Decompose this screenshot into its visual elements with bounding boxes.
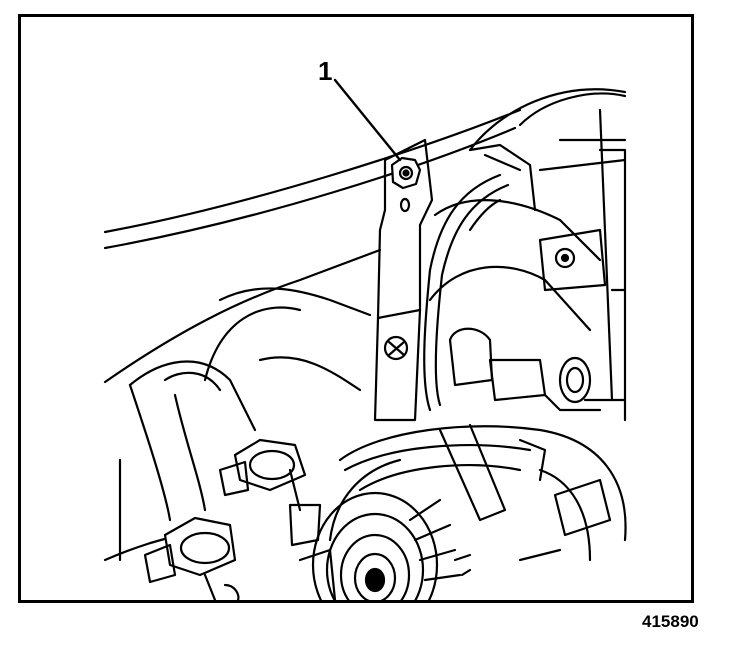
radiator-shroud — [470, 89, 625, 420]
alternator — [330, 425, 626, 560]
illustration-frame — [18, 14, 694, 603]
vacuum-line — [424, 175, 508, 410]
figure-number: 415890 — [642, 612, 699, 631]
fender-edge-lines — [105, 110, 520, 560]
sensor-connector — [450, 329, 600, 410]
bracket-lower-bolt — [385, 337, 407, 359]
hose-clamp-lower — [145, 518, 235, 582]
callout-label-1: 1 — [318, 56, 333, 86]
mounting-bracket — [375, 140, 432, 420]
alternator-pulley — [313, 493, 437, 637]
bracket-bolt — [392, 158, 420, 188]
cooling-fan-vanes — [410, 500, 470, 580]
lower-bracket — [300, 550, 560, 600]
hose-clamp-upper — [220, 440, 305, 495]
upper-hose — [430, 145, 600, 330]
upper-right-bolt — [540, 230, 605, 290]
heater-hoses — [130, 288, 370, 520]
callout-leader-line — [335, 80, 400, 160]
hose-fitting-lower — [205, 470, 320, 600]
